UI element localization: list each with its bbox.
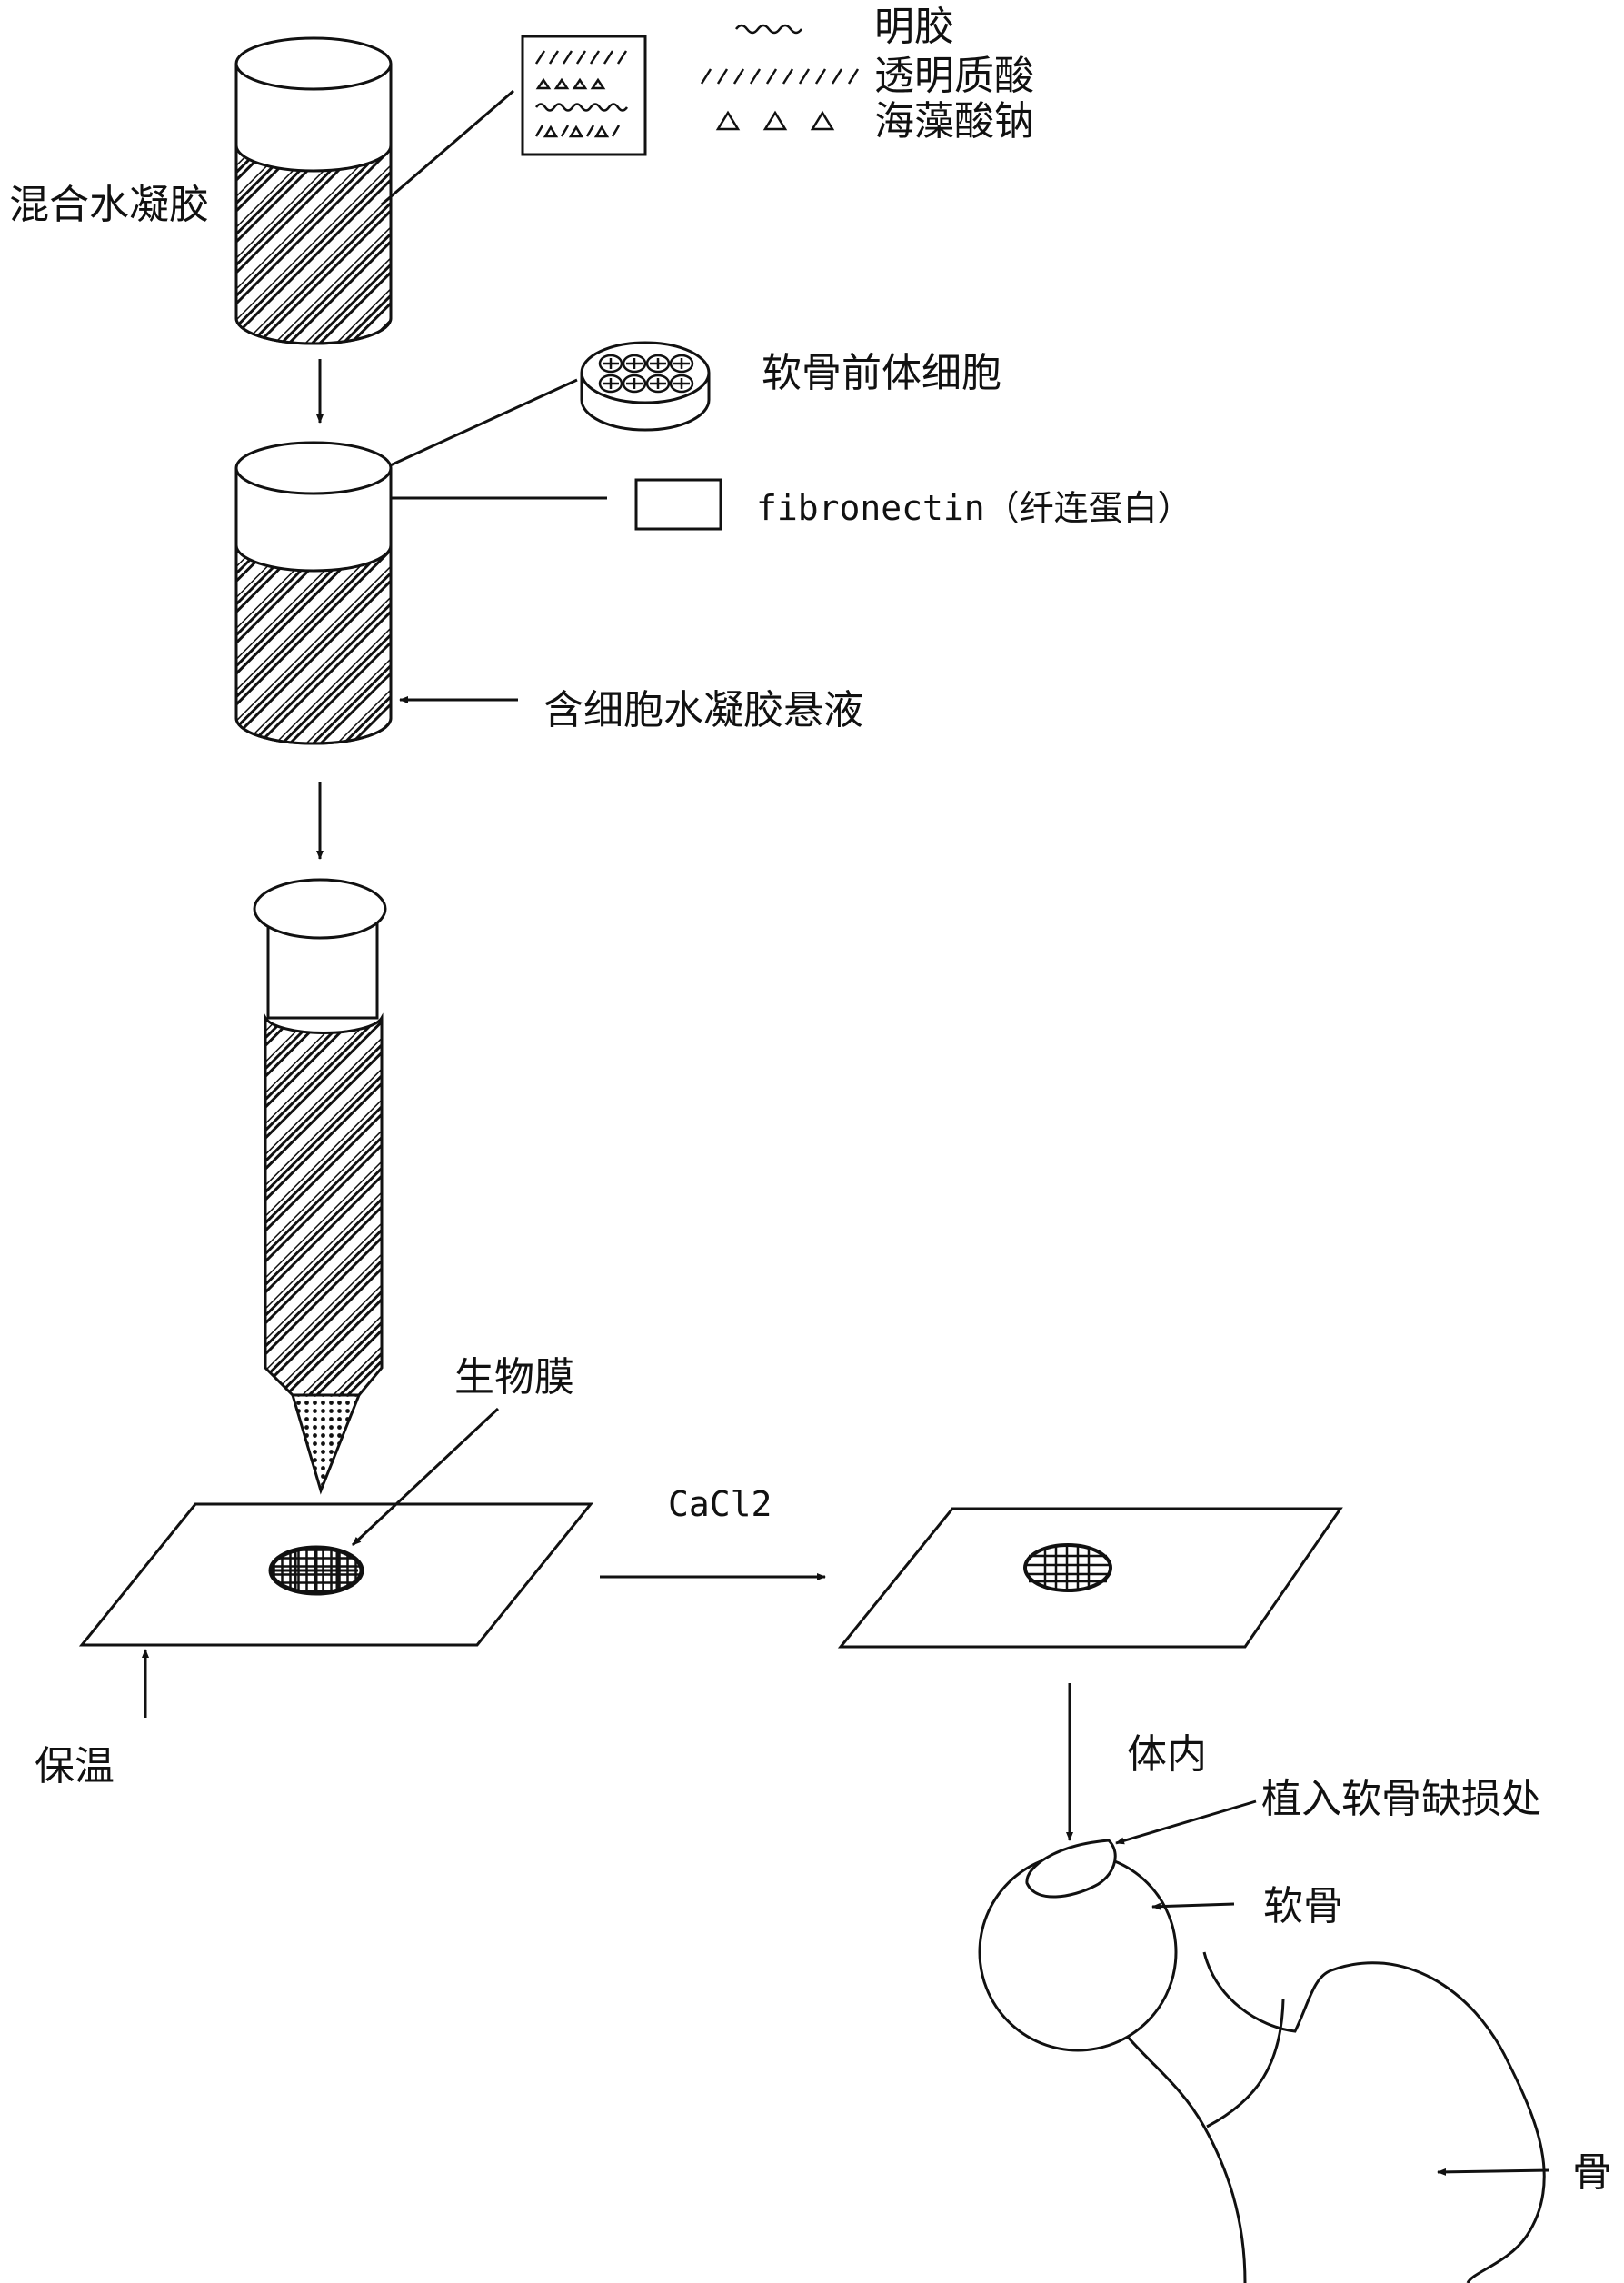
bone-outline-lower <box>1125 2035 1247 2283</box>
biofilm-label: 生物膜 <box>454 1354 574 1401</box>
mixed-hydrogel-label: 混合水凝胶 <box>9 182 209 228</box>
cartilage-label: 软骨 <box>1263 1883 1343 1929</box>
fibronectin-label: fibronectin（纤连蛋白） <box>756 488 1192 528</box>
chondro-precursor-label: 软骨前体细胞 <box>762 350 1001 396</box>
cacl2-label: CaCl2 <box>668 1484 772 1524</box>
bone-label: 骨 <box>1572 2149 1612 2196</box>
bone-outline-upper <box>1202 1951 1546 2283</box>
cells-to-vial-arrow <box>374 378 578 474</box>
in-vivo-label: 体内 <box>1127 1731 1207 1778</box>
vial-to-box-line <box>381 89 514 206</box>
cell-hydrogel-label: 含细胞水凝胶悬液 <box>543 687 863 733</box>
cell-dish-icon <box>580 341 711 432</box>
incubate-label: 保温 <box>35 1743 115 1790</box>
cartilage-boundary <box>1206 1999 1285 2128</box>
biofilm-arrow <box>351 1407 500 1547</box>
culture-plate-1 <box>78 1502 594 1647</box>
gelatin-wave-icon <box>735 24 802 35</box>
composition-box <box>521 35 647 156</box>
alginate-triangle-icon <box>715 110 835 131</box>
hyaluronic-hatch-icon <box>700 68 860 85</box>
bone-arrow <box>1437 2168 1550 2176</box>
fibronectin-box <box>634 478 722 531</box>
mixed-hydrogel-vial <box>234 36 393 345</box>
implant-site-arrow <box>1115 1799 1257 1845</box>
legend-sodium-alginate: 海藻酸钠 <box>874 98 1034 145</box>
implant-site <box>1025 1839 1117 1899</box>
culture-plate-2 <box>837 1507 1343 1649</box>
gel-disc-2-grid <box>1027 1545 1109 1590</box>
legend: 明胶 透明质酸 海藻酸钠 <box>700 4 1034 145</box>
legend-gelatin: 明胶 <box>874 4 954 50</box>
cell-hydrogel-vial <box>234 441 393 745</box>
legend-hyaluronic-acid: 透明质酸 <box>874 53 1034 99</box>
implant-site-label: 植入软骨缺损处 <box>1261 1776 1541 1822</box>
biofilm-disc-1-grid <box>274 1550 358 1592</box>
cartilage-arrow <box>1151 1902 1235 1910</box>
joint-illustration <box>978 1839 1546 2283</box>
printing-nozzle <box>253 878 387 1495</box>
